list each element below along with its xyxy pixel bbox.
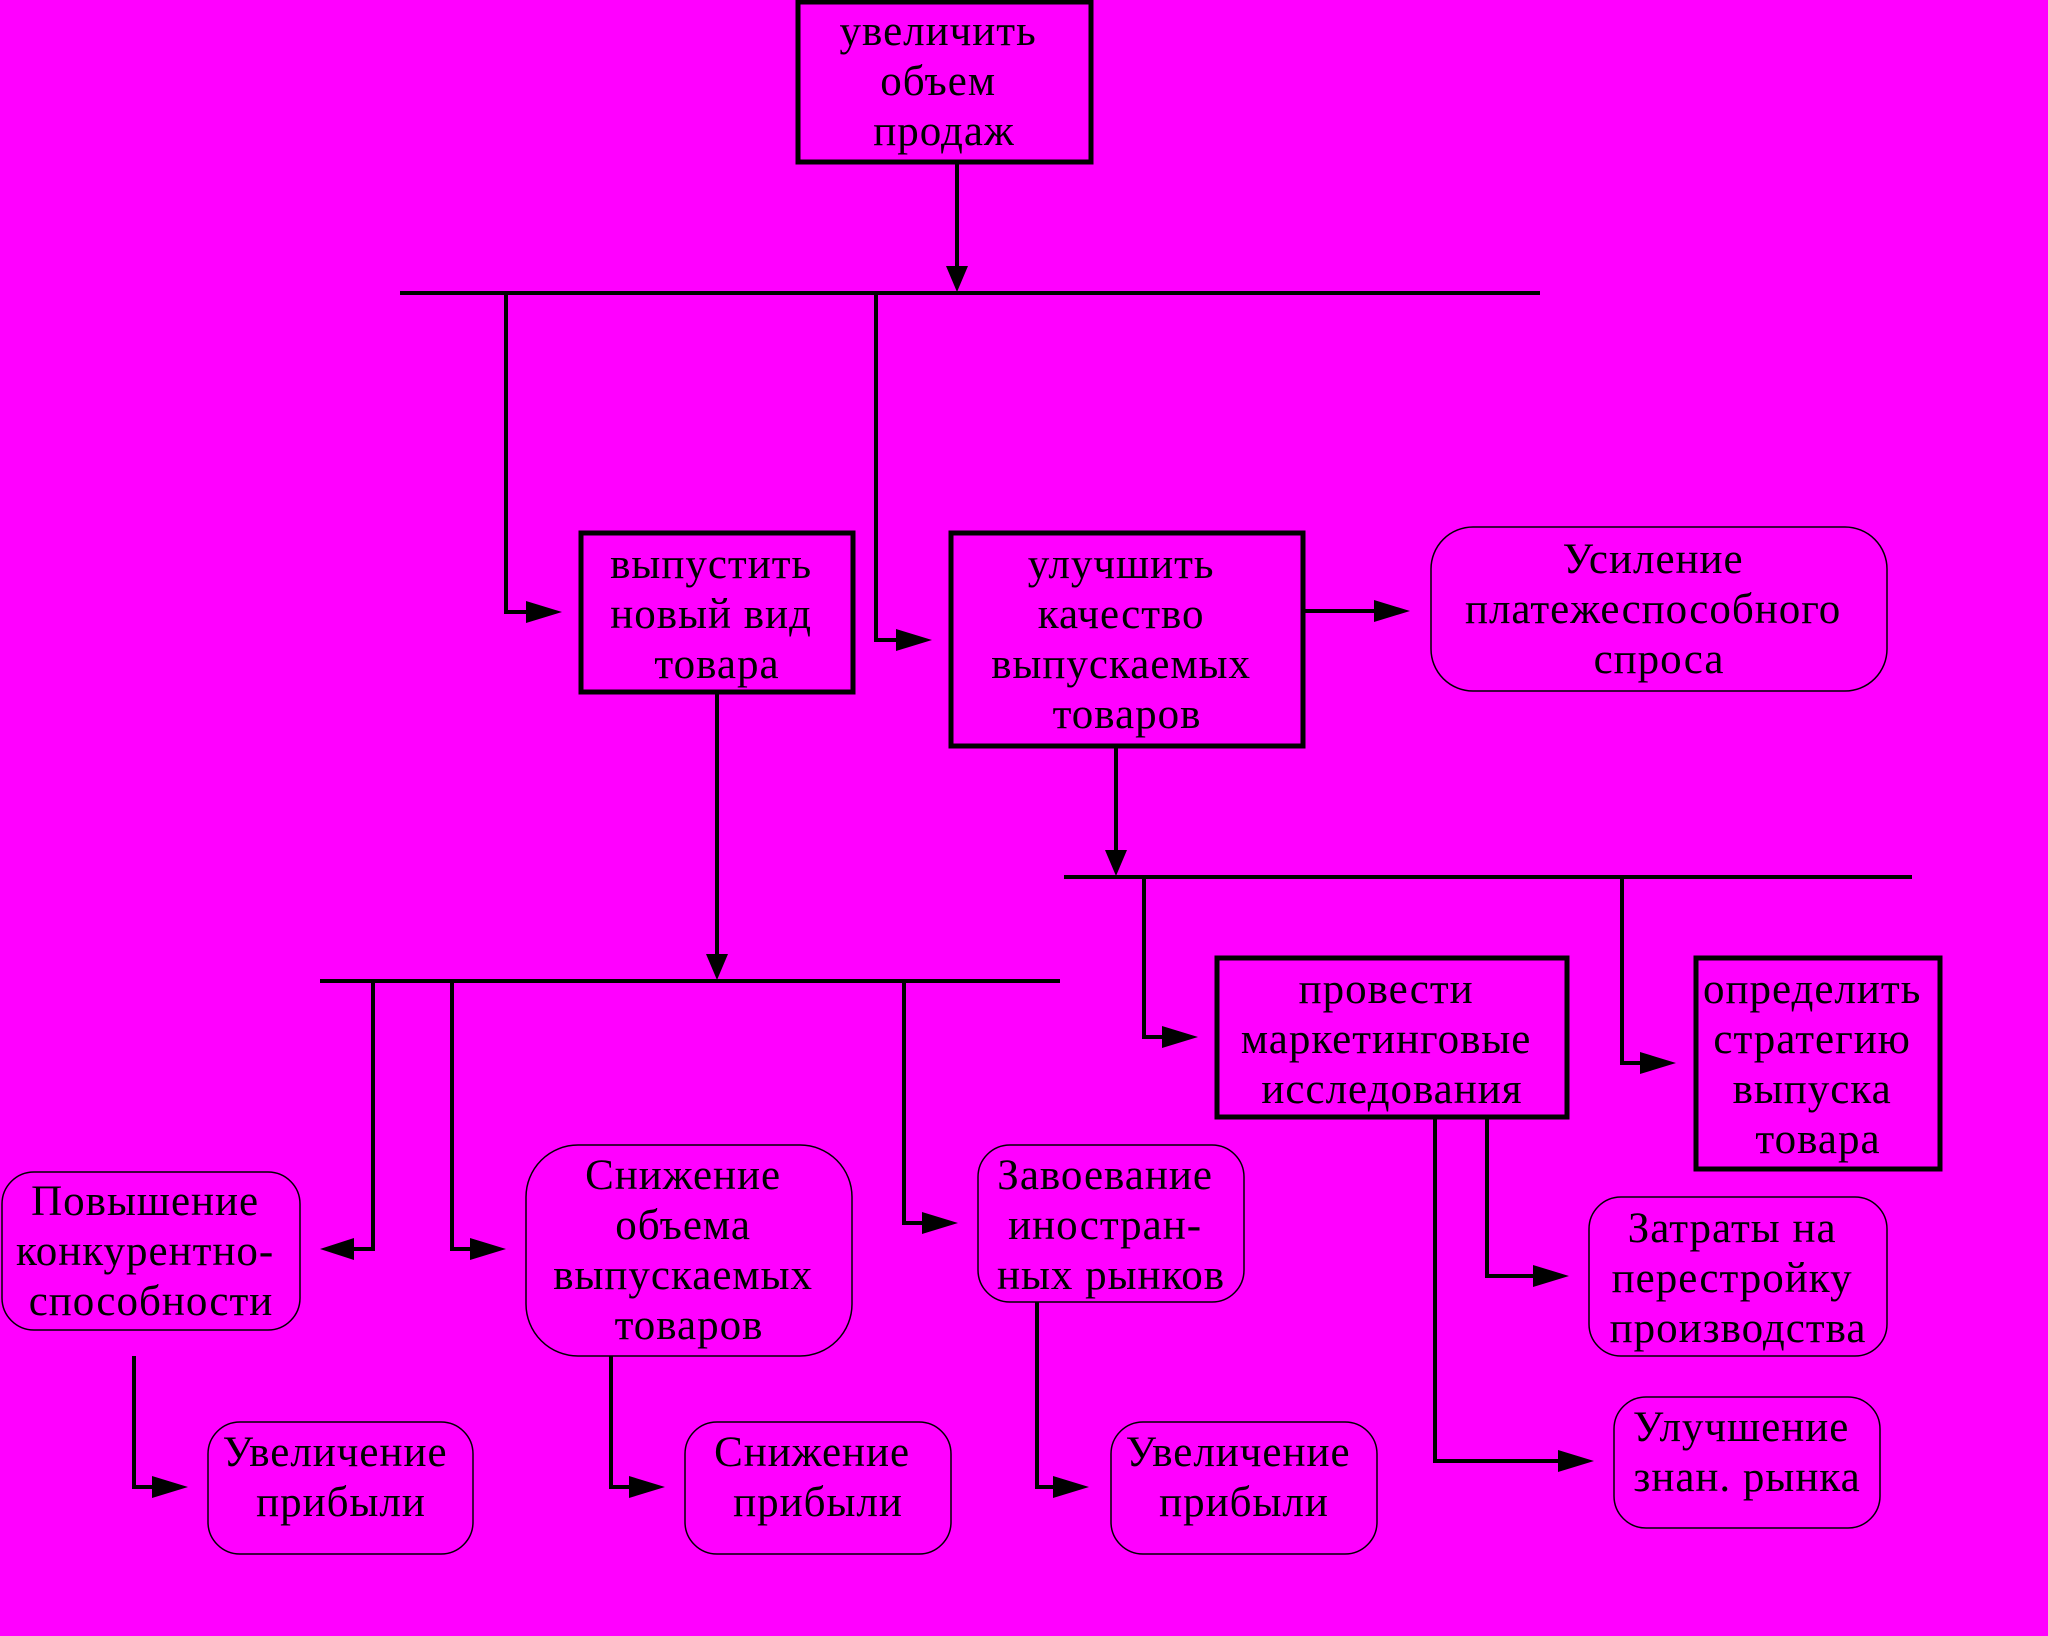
box-solvent-demand [1430,526,1888,692]
box-profit-increase-1 [207,1421,474,1555]
box-marketing-research [1214,955,1570,1120]
connector-volume-profit [609,1356,643,1489]
label-competitiveness: Повышение конкурентно- способности [16,1178,286,1325]
label-increase-sales: увеличить объем продаж [840,8,1049,155]
arrow-right-icon [1162,1026,1198,1048]
label-marketing-research: провести маркетинговые исследования [1241,966,1543,1113]
box-profit-decrease [684,1421,952,1555]
connector-bus2-marketing [1142,877,1176,1039]
box-market-knowledge [1613,1396,1881,1529]
arrow-right-icon [1374,600,1410,622]
arrow-down-icon [1105,850,1127,876]
arrow-right-icon [152,1476,188,1498]
label-release-strategy: определить стратегию выпуска товара [1703,966,1933,1163]
connector-bus3-foreign-markets [902,981,936,1225]
arrow-down-icon [706,954,728,980]
connector-marketing-restructuring [1485,1117,1547,1278]
connectors [132,162,1912,1498]
arrow-right-icon [1640,1052,1676,1074]
connector-markets-profit [1035,1302,1067,1489]
box-increase-sales [795,0,1094,165]
connector-marketing-knowledge [1433,1117,1572,1463]
label-foreign-markets: Завоевание иностран- ных рынков [997,1152,1225,1299]
arrow-right-icon [526,601,562,623]
arrow-right-icon [1533,1265,1569,1287]
connector-bus1-improve-quality [874,293,910,642]
box-new-product [578,530,856,695]
box-restructuring-costs [1588,1196,1888,1357]
connector-bus3-competitiveness [340,981,375,1251]
arrow-left-icon [320,1238,354,1260]
connector-bus1-new-product [504,293,540,614]
arrow-right-icon [922,1212,958,1234]
label-solvent-demand: Усиление платежеспособного спроса [1465,536,1853,683]
arrow-right-icon [896,629,932,651]
label-profit-increase-1: Увеличение прибыли [223,1429,460,1526]
arrow-right-icon [1053,1476,1089,1498]
label-improve-quality: улучшить качество выпускаемых товаров [991,541,1263,738]
label-new-product: выпустить новый вид товара [610,541,824,688]
label-restructuring-costs: Затраты на перестройку производства [1610,1205,1867,1352]
box-reduce-volume [525,1144,853,1357]
connector-bus3-reduce-volume [450,981,484,1251]
box-profit-increase-2 [1110,1421,1378,1555]
label-profit-decrease: Снижение прибыли [714,1429,922,1526]
arrow-right-icon [629,1476,665,1498]
arrow-right-icon [1558,1450,1594,1472]
label-market-knowledge: Улучшение знан. рынка [1633,1404,1861,1501]
box-release-strategy [1693,955,1943,1172]
boxes [1,0,1943,1555]
arrow-down-icon [946,266,968,292]
arrow-right-icon [470,1238,506,1260]
labels: увеличить объем продаж выпустить новый в… [16,8,1933,1526]
connector-bus2-strategy [1620,877,1654,1065]
box-competitiveness [1,1171,301,1331]
box-foreign-markets [977,1144,1245,1303]
label-reduce-volume: Снижение объема выпускаемых товаров [553,1152,825,1349]
label-profit-increase-2: Увеличение прибыли [1126,1429,1363,1526]
connector-competitiveness-profit [132,1356,166,1489]
box-improve-quality [948,530,1306,749]
